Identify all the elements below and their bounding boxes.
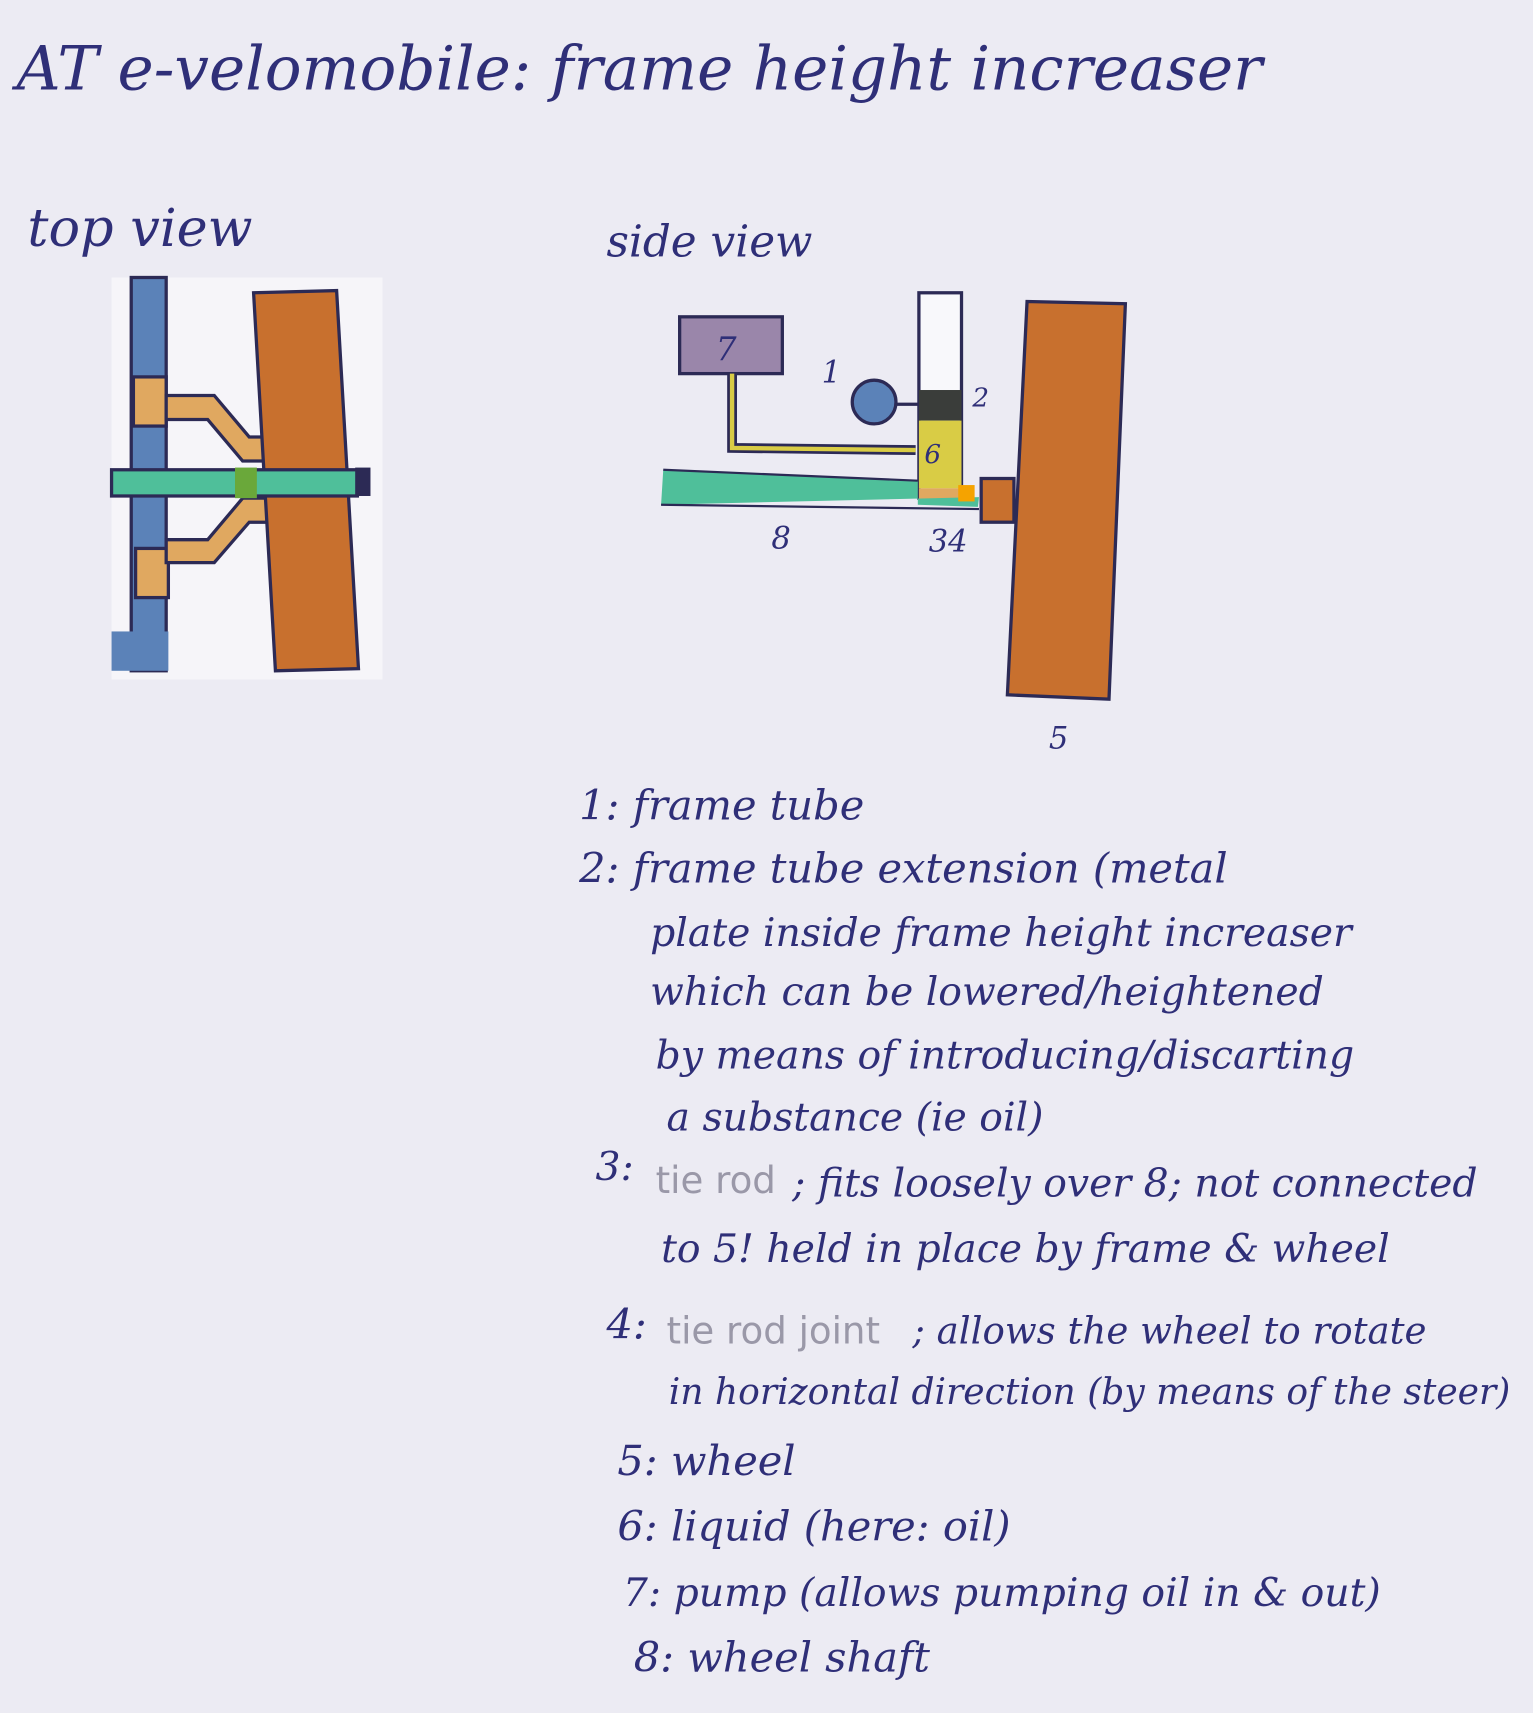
- callout-8: 8: [771, 521, 790, 556]
- legend-4b: in horizontal direction (by means of the…: [669, 1371, 1511, 1413]
- oil-chamber: [918, 420, 962, 489]
- wheel-shaft-top: [109, 468, 360, 498]
- callout-7: 7: [716, 331, 737, 369]
- frame-tube-side: [850, 378, 898, 426]
- legend-7: 7: pump (allows pumping oil in & out): [623, 1571, 1381, 1616]
- callout-3-4: 34: [929, 525, 968, 560]
- frame-tube-extension-plate: [918, 390, 962, 421]
- legend-3b: to 5! held in place by frame & wheel: [661, 1227, 1390, 1272]
- callout-2: 2: [971, 383, 989, 413]
- legend-2c: which can be lowered/heightened: [650, 970, 1324, 1015]
- callout-1: 1: [822, 355, 841, 390]
- tie-rod-mount-lower: [133, 546, 171, 600]
- legend-1: 1: frame tube: [579, 780, 864, 829]
- legend: 1: frame tube 2: frame tube extension (m…: [578, 780, 1510, 1681]
- legend-4-typed: tie rod joint: [667, 1310, 880, 1353]
- side-view-label: side view: [606, 217, 812, 268]
- oil-pipe: [729, 373, 916, 453]
- legend-6: 6: liquid (here: oil): [617, 1501, 1010, 1550]
- legend-5: 5: wheel: [617, 1436, 795, 1485]
- wheel-side: [1005, 299, 1128, 701]
- tie-rod-joint-side: [979, 476, 1016, 524]
- callout-6: 6: [924, 440, 941, 470]
- tie-rod-joint-marker: [958, 485, 975, 502]
- wheel-shaft-side: [661, 469, 979, 507]
- page-title: AT e-velomobile: frame height increaser: [12, 34, 1267, 105]
- legend-2a: 2: frame tube extension (metal: [578, 844, 1228, 893]
- legend-2d: by means of introducing/discarting: [656, 1033, 1355, 1078]
- tie-rod-mount-upper: [131, 375, 168, 428]
- joint-top: [235, 467, 257, 499]
- legend-8: 8: wheel shaft: [634, 1632, 931, 1681]
- side-view-drawing: 7 6 1 2 8 34 5: [661, 291, 1128, 756]
- legend-2e: a substance (ie oil): [667, 1096, 1044, 1141]
- legend-3a: ; fits loosely over 8; not connected: [791, 1161, 1477, 1206]
- callout-5: 5: [1049, 721, 1068, 756]
- legend-4-num: 4:: [605, 1299, 646, 1348]
- legend-2b: plate inside frame height increaser: [650, 911, 1354, 956]
- shaft-cap-top: [355, 467, 371, 496]
- top-view-drawing: [109, 275, 383, 680]
- legend-3-typed: tie rod: [656, 1159, 776, 1202]
- legend-4a: ; allows the wheel to rotate: [911, 1310, 1426, 1353]
- legend-3-num: 3:: [596, 1145, 634, 1190]
- frame-foot-top: [111, 631, 169, 671]
- top-view-label: top view: [27, 198, 252, 259]
